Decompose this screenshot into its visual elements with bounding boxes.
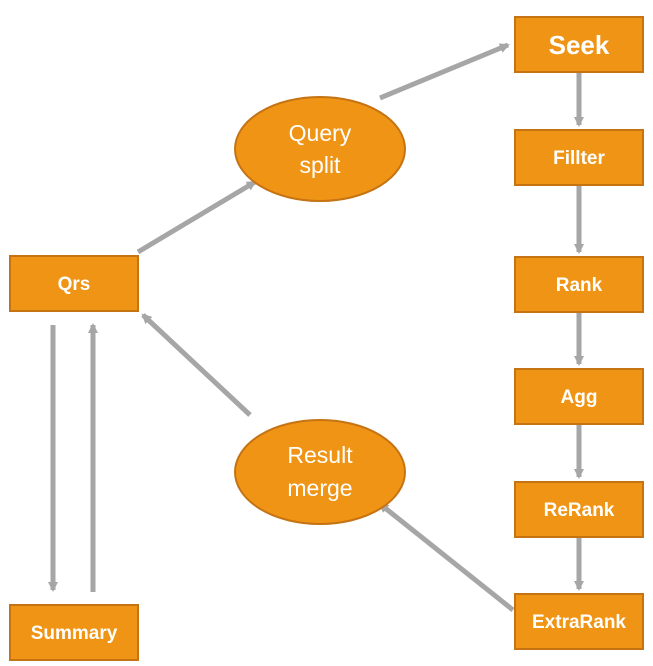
edge-result-merge-to-qrs: [141, 313, 252, 417]
node-summary: Summary: [9, 604, 139, 661]
node-result-merge-line1: Result: [287, 442, 353, 468]
node-result-merge: Result merge: [234, 419, 406, 525]
node-qrs-label: Qrs: [58, 274, 91, 295]
node-query-split-line2: split: [300, 152, 342, 178]
node-extrarank: ExtraRank: [514, 593, 644, 650]
node-summary-label: Summary: [31, 623, 118, 644]
node-query-split: Query split: [234, 96, 406, 202]
node-result-merge-line2: merge: [287, 475, 352, 501]
node-rank-label: Rank: [556, 275, 603, 296]
node-seek: Seek: [514, 16, 644, 73]
node-rank: Rank: [514, 256, 644, 313]
node-seek-label: Seek: [549, 30, 610, 60]
nodes: Seek Fillter Rank Agg ReRank ExtraRank Q…: [9, 16, 644, 661]
edges: [48, 42, 584, 612]
node-extrarank-label: ExtraRank: [532, 612, 626, 633]
edge-extrarank-to-result-merge: [378, 502, 515, 612]
edge-qrs-to-query-split: [136, 179, 257, 255]
node-query-split-line1: Query: [289, 120, 352, 146]
node-agg-label: Agg: [561, 387, 598, 408]
node-filter-label: Fillter: [553, 148, 605, 169]
node-rerank-label: ReRank: [544, 500, 615, 521]
node-agg: Agg: [514, 368, 644, 425]
node-rerank: ReRank: [514, 481, 644, 538]
edge-query-split-to-seek: [379, 42, 510, 101]
node-qrs: Qrs: [9, 255, 139, 312]
node-filter: Fillter: [514, 129, 644, 186]
